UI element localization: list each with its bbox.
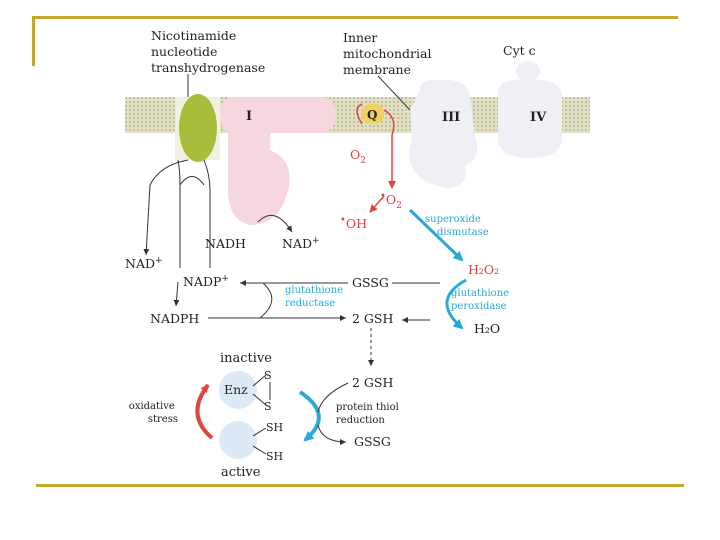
gssg-label-bottom: GSSG xyxy=(354,434,391,449)
complex-i xyxy=(220,97,335,225)
superoxide-label: •O2 xyxy=(380,191,402,211)
gssg-label-top: GSSG xyxy=(352,275,389,290)
inactive-label: inactive xyxy=(220,351,272,366)
s-top-label: S xyxy=(264,369,272,382)
ubiquinone-q xyxy=(362,104,384,124)
nadh-in-arrow xyxy=(143,159,189,256)
nadh-label: NADH xyxy=(205,236,246,251)
enz-label: Enz xyxy=(224,382,248,397)
thiol-bond-bottom xyxy=(252,445,267,455)
gr-curve xyxy=(259,282,273,319)
hydroxyl-label: •OH xyxy=(340,215,367,231)
membrane-pointer xyxy=(377,75,411,111)
oxidative-stress-label: oxidative stress xyxy=(129,401,178,425)
disulfide-bond-bottom xyxy=(252,393,267,406)
frame-left-rule xyxy=(32,16,35,66)
gr-label: glutathione reductase xyxy=(285,285,346,309)
gsh-label-bottom: 2 GSH xyxy=(352,375,393,390)
transhydrogenase-label: Nicotinamide nucleotide transhydrogenase xyxy=(151,28,265,75)
h2o2-label: H₂O₂ xyxy=(468,262,499,277)
complex-iv-label: IV xyxy=(530,110,547,125)
sh-top-label: SH xyxy=(266,421,283,434)
q-to-superoxide-arrow xyxy=(383,109,396,189)
complex-iv xyxy=(498,79,562,158)
membrane-label: Inner mitochondrial membrane xyxy=(343,30,435,77)
gpx-arrow xyxy=(445,278,467,330)
nad-right-label: NAD+ xyxy=(282,236,320,251)
gsh-to-thiol-line xyxy=(317,382,349,413)
sod-arrow xyxy=(408,208,464,262)
enzyme-inactive xyxy=(219,371,257,409)
nad-left-label: NAD+ xyxy=(125,256,163,271)
enzyme-active xyxy=(219,421,257,459)
nadp-label: NADP+ xyxy=(183,274,229,289)
h2o-label: H₂O xyxy=(474,321,500,336)
transhydrogenase-loop xyxy=(179,176,205,186)
thiol-reduction-arrow xyxy=(298,390,321,442)
nadph-out-arrow xyxy=(173,281,180,307)
o2-label: O2 xyxy=(350,147,366,166)
q-loop-arrow xyxy=(356,103,363,125)
cyt-c-label: Cyt c xyxy=(503,43,536,58)
cytochrome-c xyxy=(516,61,540,81)
superoxide-to-hydroxyl-arrow xyxy=(369,195,385,213)
oxidative-stress-arrow xyxy=(195,383,214,440)
q-label: Q xyxy=(367,108,377,122)
complex-iii-label: III xyxy=(442,110,460,125)
gpx-label: glutathione peroxidase xyxy=(451,288,512,312)
complex-i-label: I xyxy=(246,109,252,124)
transhydrogenase-protein xyxy=(179,94,217,162)
nadh-oxidation-arrow xyxy=(257,214,293,233)
sh-bottom-label: SH xyxy=(266,450,283,463)
transhydrogenase-line-2 xyxy=(203,159,211,268)
sod-label: superoxide dismutase xyxy=(425,214,489,238)
gsh-label-top: 2 GSH xyxy=(352,311,393,326)
nadph-label: NADPH xyxy=(150,311,199,326)
thiol-reduction-label: protein thiol reduction xyxy=(336,402,402,426)
frame-bottom-rule xyxy=(36,484,684,487)
complex-iii xyxy=(409,79,478,188)
disulfide-bond-top xyxy=(252,374,267,387)
frame-top-rule xyxy=(32,16,678,19)
thiol-bond-top xyxy=(252,427,267,437)
s-bottom-label: S xyxy=(264,400,272,413)
active-label: active xyxy=(221,465,261,480)
transhydrogenase-line-1 xyxy=(177,159,181,268)
thiol-to-gssg-arrow xyxy=(317,424,347,445)
